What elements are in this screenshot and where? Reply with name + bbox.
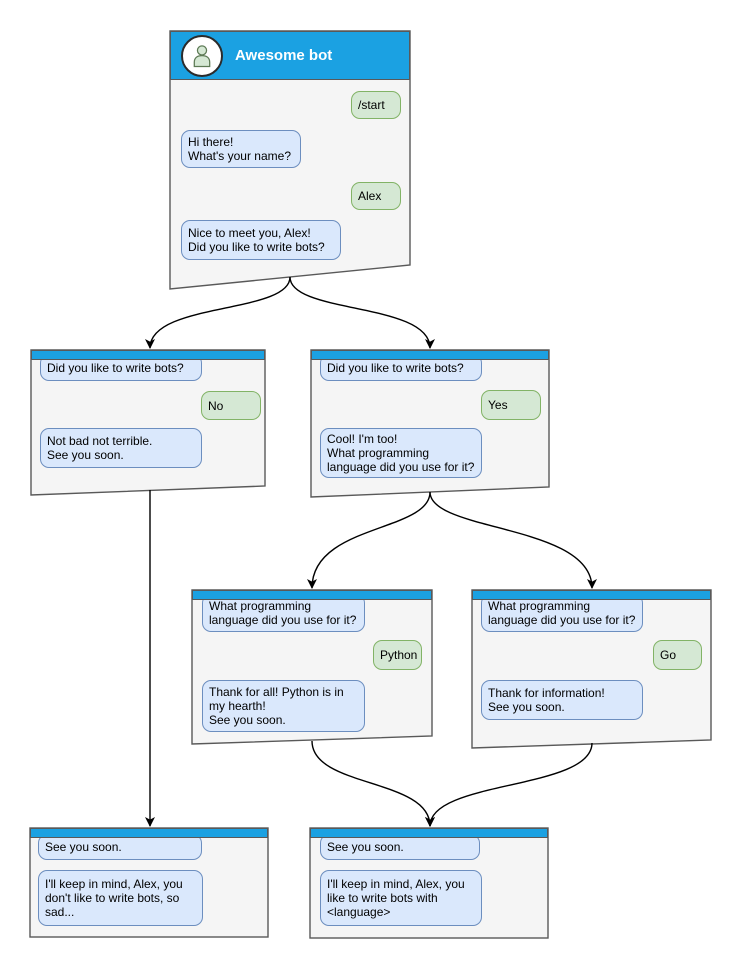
bot-message-bubble[interactable]: Cool! I'm too! What programming language… bbox=[320, 428, 482, 478]
bot-avatar bbox=[181, 35, 223, 77]
window-titlebar[interactable] bbox=[31, 350, 265, 360]
bot-message-bubble[interactable]: Nice to meet you, Alex! Did you like to … bbox=[181, 220, 341, 260]
bot-message-bubble[interactable]: Thank for all! Python is in my hearth! S… bbox=[202, 680, 365, 732]
window-titlebar[interactable] bbox=[192, 590, 432, 600]
bot-message-bubble[interactable]: Hi there! What's your name? bbox=[181, 130, 301, 168]
bot-message-bubble[interactable]: I'll keep in mind, Alex, you don't like … bbox=[38, 870, 203, 926]
user-message-bubble[interactable]: Go bbox=[653, 640, 702, 670]
window-titlebar[interactable]: Awesome bot bbox=[170, 31, 410, 80]
window-titlebar[interactable] bbox=[311, 350, 549, 360]
user-message-bubble[interactable]: Yes bbox=[481, 390, 541, 420]
user-message-bubble[interactable]: Alex bbox=[351, 182, 401, 210]
window-title: Awesome bot bbox=[235, 47, 333, 64]
bot-message-bubble[interactable]: What programming language did you use fo… bbox=[202, 594, 365, 632]
bot-message-bubble[interactable]: Thank for information! See you soon. bbox=[481, 680, 643, 720]
bot-message-bubble[interactable]: I'll keep in mind, Alex, you like to wri… bbox=[320, 870, 482, 926]
connector-root-to-yes[interactable] bbox=[289, 276, 435, 349]
user-message-bubble[interactable]: /start bbox=[351, 91, 401, 119]
chat-window-yes-branch[interactable]: Did you like to write bots? Yes Cool! I'… bbox=[311, 350, 549, 497]
chat-window-end-yes[interactable]: See you soon. I'll keep in mind, Alex, y… bbox=[310, 828, 548, 938]
chat-window-python-branch[interactable]: What programming language did you use fo… bbox=[192, 590, 432, 744]
bot-message-bubble[interactable]: What programming language did you use fo… bbox=[481, 594, 643, 632]
chat-window-end-no[interactable]: See you soon. I'll keep in mind, Alex, y… bbox=[30, 828, 268, 937]
connector-go-to-end[interactable] bbox=[425, 742, 593, 827]
chat-window-root[interactable]: Awesome bot /start Hi there! What's your… bbox=[170, 31, 410, 289]
connector-root-to-no[interactable] bbox=[145, 276, 291, 349]
window-titlebar[interactable] bbox=[30, 828, 268, 838]
window-titlebar[interactable] bbox=[472, 590, 711, 600]
bot-message-bubble[interactable]: Not bad not terrible. See you soon. bbox=[40, 428, 202, 468]
person-icon bbox=[193, 45, 211, 68]
window-titlebar[interactable] bbox=[310, 828, 548, 838]
connector-yes-to-python[interactable] bbox=[307, 491, 431, 589]
chat-window-go-branch[interactable]: What programming language did you use fo… bbox=[472, 590, 711, 748]
chat-window-no-branch[interactable]: Did you like to write bots? No Not bad n… bbox=[31, 350, 265, 495]
connector-yes-to-go[interactable] bbox=[429, 491, 597, 589]
user-message-bubble[interactable]: No bbox=[201, 391, 261, 420]
connector-python-to-end[interactable] bbox=[311, 740, 435, 827]
user-message-bubble[interactable]: Python bbox=[373, 640, 422, 670]
